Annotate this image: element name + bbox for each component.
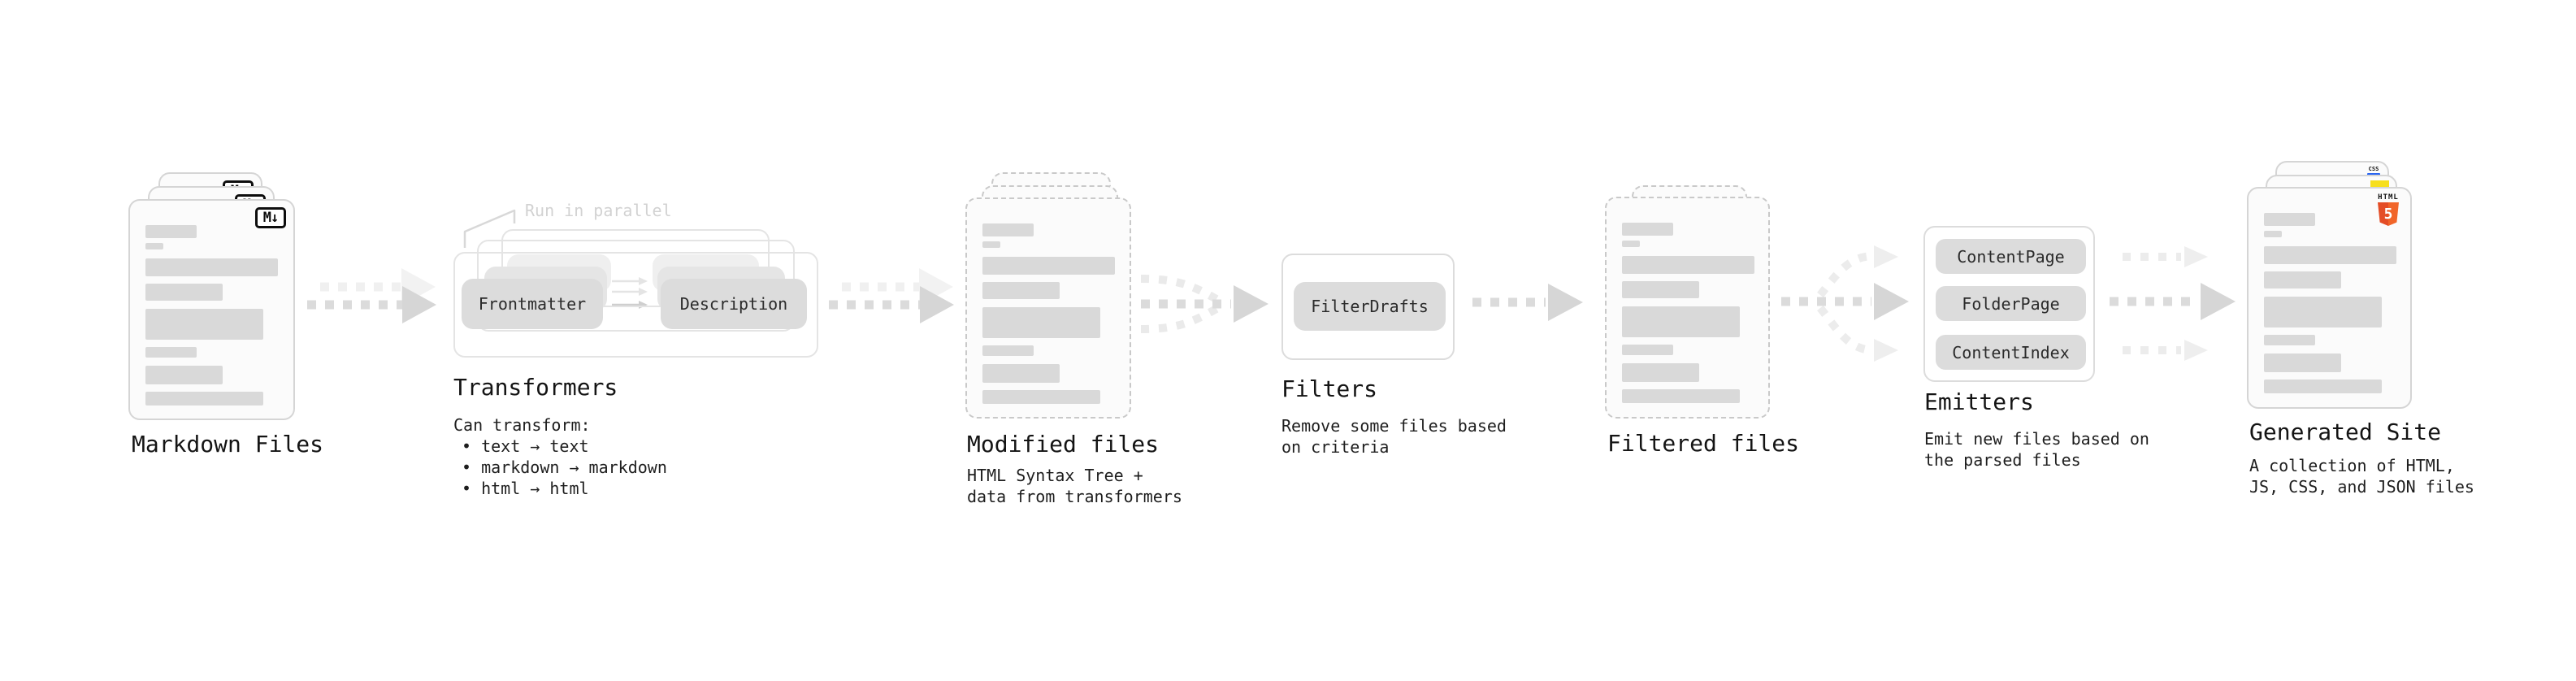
javascript-icon bbox=[2370, 180, 2389, 189]
generated-site-caption: A collection of HTML, JS, CSS, and JSON … bbox=[2249, 456, 2474, 497]
markdown-files-label: Markdown Files bbox=[132, 431, 324, 458]
transformer-pill-frontmatter: Frontmatter bbox=[462, 279, 603, 329]
modified-file-card-front bbox=[965, 197, 1131, 419]
transformer-layer-front bbox=[453, 252, 818, 358]
modified-files-caption: HTML Syntax Tree + data from transformer… bbox=[967, 466, 1182, 506]
arrow-markdown-to-transformers bbox=[307, 268, 436, 323]
emitter-pill-contentpage: ContentPage bbox=[1936, 239, 2086, 274]
arrow-filters-to-filtered bbox=[1472, 284, 1583, 321]
html5-shield: 5 bbox=[2378, 202, 2399, 226]
arrow-transformers-to-modified bbox=[829, 268, 954, 323]
arrow-emitters-to-generated bbox=[2110, 246, 2236, 361]
arrow-modified-to-filters bbox=[1140, 275, 1268, 333]
doc-placeholder-lines bbox=[145, 225, 278, 406]
arrow-filtered-to-emitters bbox=[1781, 245, 1909, 362]
doc-placeholder-lines bbox=[982, 223, 1115, 404]
filters-caption: Remove some files based on criteria bbox=[1281, 416, 1507, 457]
filters-box: FilterDrafts bbox=[1281, 254, 1455, 360]
transformers-caption-title: Can transform: bbox=[453, 415, 591, 435]
html5-number: 5 bbox=[2383, 206, 2393, 223]
filters-label: Filters bbox=[1281, 375, 1378, 402]
transformer-pill-description: Description bbox=[661, 279, 807, 329]
emitters-box: ContentPage FolderPage ContentIndex bbox=[1923, 226, 2095, 382]
emitters-label: Emitters bbox=[1924, 388, 2034, 415]
run-in-parallel-leader bbox=[463, 209, 516, 248]
doc-placeholder-lines bbox=[1622, 223, 1754, 403]
modified-files-label: Modified files bbox=[967, 431, 1160, 458]
transformers-label: Transformers bbox=[453, 374, 618, 401]
generated-file-card-front: HTML 5 bbox=[2247, 187, 2412, 409]
filter-pill-filterdrafts: FilterDrafts bbox=[1294, 282, 1446, 331]
css-badge-label: CSS bbox=[2368, 166, 2379, 172]
generated-site-label: Generated Site bbox=[2249, 419, 2442, 445]
markdown-icon-glyph: M↓ bbox=[262, 210, 280, 226]
emitter-pill-folderpage: FolderPage bbox=[1936, 286, 2086, 321]
transformers-bullet: • markdown → markdown bbox=[462, 458, 667, 477]
css-badge-bar bbox=[2367, 173, 2380, 176]
transformers-bullet: • html → html bbox=[462, 479, 589, 498]
filtered-files-label: Filtered files bbox=[1607, 430, 1800, 457]
emitter-pill-contentindex: ContentIndex bbox=[1936, 335, 2086, 370]
html5-badge-label: HTML bbox=[2378, 193, 2399, 202]
markdown-icon: M↓ bbox=[255, 207, 286, 228]
css3-icon: CSS bbox=[2367, 167, 2380, 176]
transformers-bullet: • text → text bbox=[462, 436, 589, 456]
markdown-file-card-front: M↓ bbox=[128, 199, 295, 420]
emitters-caption: Emit new files based on the parsed files bbox=[1924, 429, 2149, 470]
filtered-file-card-front bbox=[1605, 197, 1770, 419]
run-in-parallel-note: Run in parallel bbox=[525, 201, 672, 220]
html5-icon: HTML 5 bbox=[2376, 193, 2400, 226]
doc-placeholder-lines bbox=[2264, 213, 2396, 393]
